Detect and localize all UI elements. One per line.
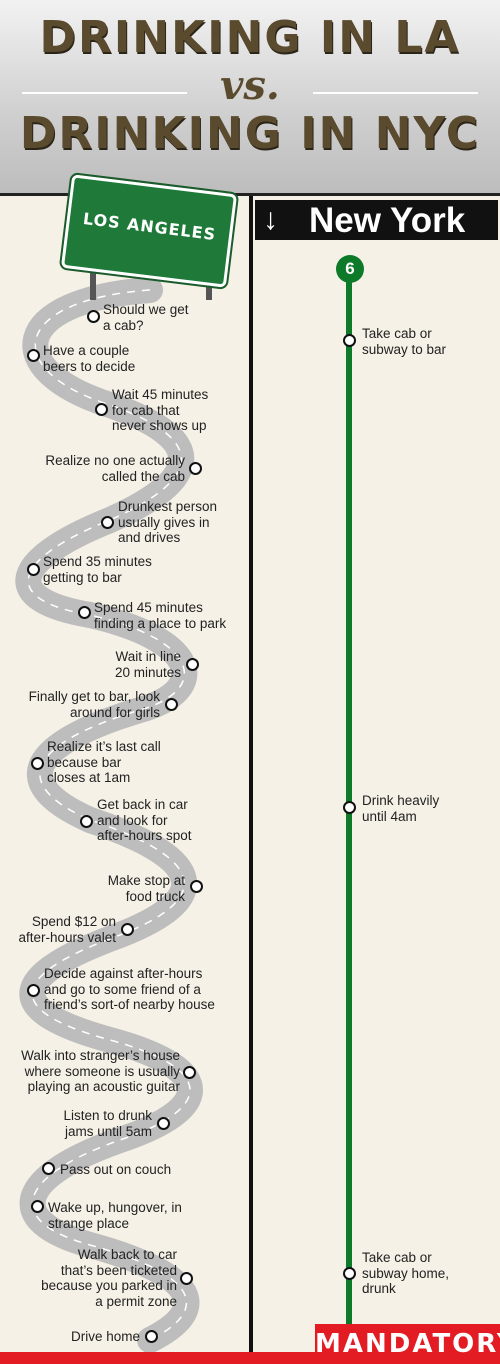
la-step-label: Pass out on couch bbox=[60, 1162, 172, 1177]
la-step-dot bbox=[27, 563, 40, 576]
la-step-dot bbox=[78, 606, 91, 619]
nyc-step-label: Drink heavily until 4am bbox=[362, 793, 440, 824]
title-line-la: DRINKING IN LA bbox=[39, 12, 461, 63]
la-step-dot bbox=[189, 462, 202, 475]
nyc-step-dot bbox=[343, 801, 356, 814]
nyc-step-dot bbox=[343, 334, 356, 347]
la-step-label: Finally get to bar, look around for girl… bbox=[28, 689, 160, 720]
la-step-dot bbox=[31, 757, 44, 770]
la-step-label: Spend 45 minutes finding a place to park bbox=[94, 600, 227, 631]
la-step-dot bbox=[101, 516, 114, 529]
nyc-step-dot bbox=[343, 1267, 356, 1280]
la-step-label: Realize it’s last call because bar close… bbox=[47, 739, 161, 785]
la-step-dot bbox=[95, 403, 108, 416]
la-step-dot bbox=[183, 1066, 196, 1079]
la-step-dot bbox=[190, 880, 203, 893]
la-step-label: Wake up, hungover, in strange place bbox=[48, 1200, 182, 1231]
title-rule-left bbox=[22, 92, 187, 94]
la-step-label: Have a couple beers to decide bbox=[43, 343, 136, 374]
la-step-dot bbox=[145, 1330, 158, 1343]
la-step-dot bbox=[157, 1117, 170, 1130]
la-step-dot bbox=[165, 698, 178, 711]
arrow-down-icon: ↓ bbox=[263, 203, 278, 236]
nyc-step-label: Take cab or subway to bar bbox=[362, 326, 447, 357]
la-step-label: Walk into stranger’s house where someone… bbox=[21, 1048, 180, 1094]
la-step-label: Should we get a cab? bbox=[103, 302, 189, 333]
la-step-dot bbox=[27, 349, 40, 362]
title-banner: DRINKING IN LA vs. DRINKING IN NYC bbox=[0, 0, 500, 196]
nyc-step-label: Take cab or subway home, drunk bbox=[362, 1250, 450, 1296]
la-step-label: Drunkest person usually gives in and dri… bbox=[118, 499, 218, 545]
la-step-label: Spend 35 minutes getting to bar bbox=[43, 554, 152, 585]
la-step-label: Realize no one actually called the cab bbox=[45, 453, 185, 484]
la-sign-label: LOS ANGELES bbox=[81, 208, 218, 245]
sign-post-left bbox=[90, 272, 96, 300]
la-step-dot bbox=[121, 923, 134, 936]
la-step-label: Make stop at food truck bbox=[107, 873, 185, 904]
la-step-label: Walk back to car that’s been ticketed be… bbox=[41, 1247, 177, 1309]
la-step-label: Get back in car and look for after-hours… bbox=[97, 797, 192, 843]
la-step-label: Wait 45 minutes for cab that never shows… bbox=[112, 387, 209, 433]
la-step-label: Decide against after-hours and go to som… bbox=[44, 966, 215, 1012]
subway-line-badge: 6 bbox=[336, 255, 364, 283]
la-step-label: Spend $12 on after-hours valet bbox=[18, 914, 116, 945]
la-step-label: Listen to drunk jams until 5am bbox=[63, 1108, 152, 1139]
ny-sign: ↓ New York bbox=[255, 200, 498, 240]
la-step-dot bbox=[31, 1200, 44, 1213]
la-step-dot bbox=[42, 1162, 55, 1175]
ny-sign-label: New York bbox=[309, 201, 466, 240]
subway-line bbox=[346, 268, 352, 1328]
la-step-label: Wait in line 20 minutes bbox=[114, 649, 181, 680]
la-step-label: Drive home bbox=[70, 1329, 140, 1344]
title-rule-right bbox=[313, 92, 478, 94]
la-step-dot bbox=[186, 658, 199, 671]
sign-post-right bbox=[206, 272, 212, 300]
brand-logo: MANDATORY bbox=[315, 1324, 500, 1364]
title-vs: vs. bbox=[220, 62, 280, 109]
title-line-nyc: DRINKING IN NYC bbox=[19, 108, 481, 159]
la-step-dot bbox=[80, 815, 93, 828]
la-highway-sign: LOS ANGELES bbox=[58, 171, 240, 291]
column-divider bbox=[249, 196, 253, 1364]
la-step-dot bbox=[87, 310, 100, 323]
la-step-dot bbox=[27, 984, 40, 997]
la-step-dot bbox=[180, 1272, 193, 1285]
